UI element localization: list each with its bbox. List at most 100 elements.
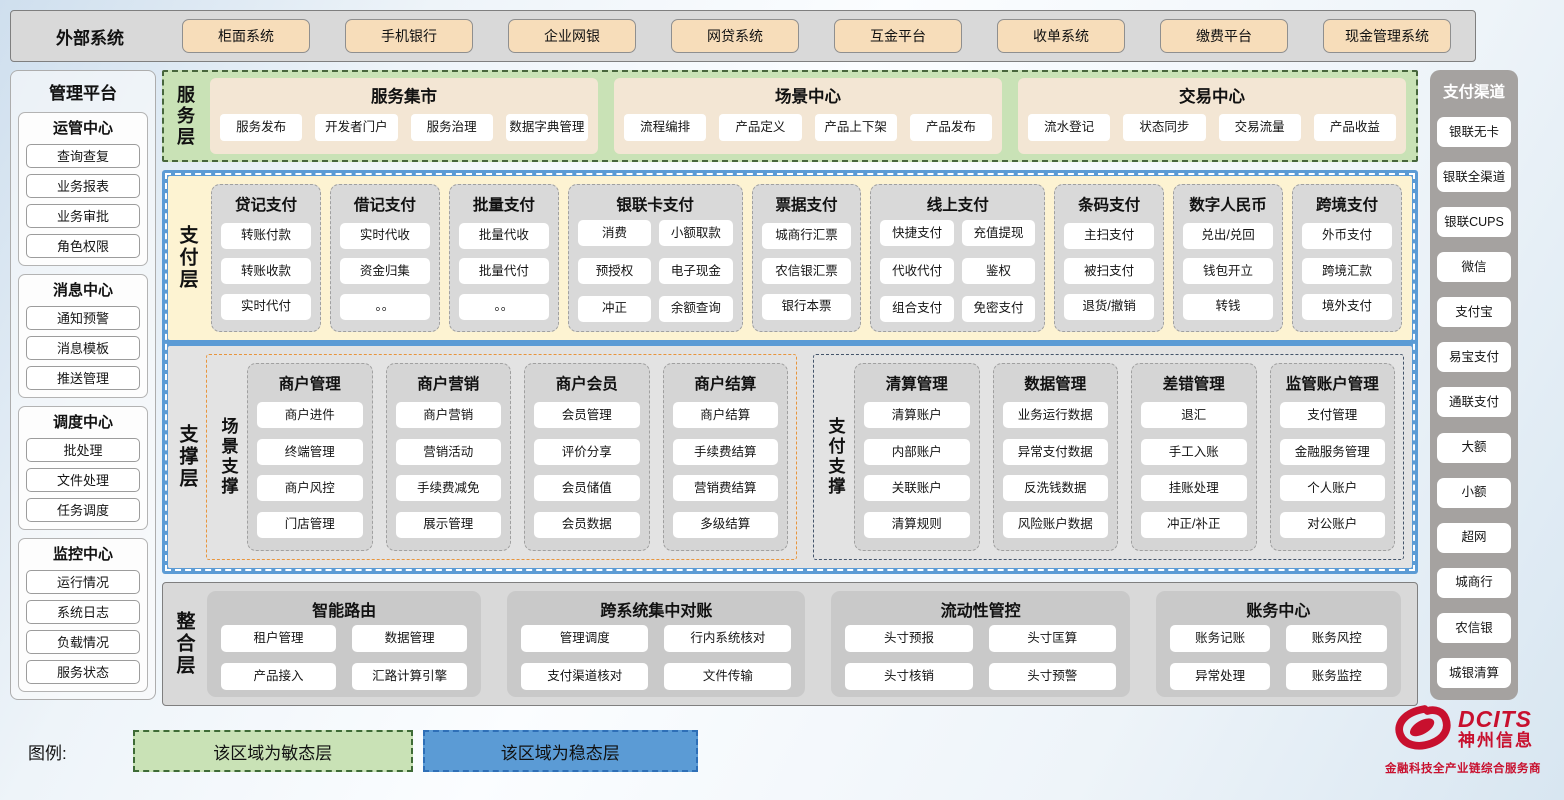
payment-item-button[interactable]: 余额查询	[659, 295, 733, 322]
service-item-button[interactable]: 状态同步	[1123, 114, 1206, 141]
mgmt-item-button[interactable]: 推送管理	[26, 366, 140, 390]
integration-item-button[interactable]: 行内系统核对	[664, 625, 792, 652]
channel-button[interactable]: 大额	[1437, 432, 1511, 463]
support-item-button[interactable]: 商户营销	[395, 402, 501, 429]
channel-button[interactable]: 小额	[1437, 477, 1511, 508]
payment-item-button[interactable]: 代收代付	[880, 257, 954, 284]
integration-item-button[interactable]: 头寸预警	[988, 663, 1116, 690]
payment-item-button[interactable]: 。。	[339, 293, 430, 320]
channel-button[interactable]: 超网	[1437, 522, 1511, 553]
support-item-button[interactable]: 个人账户	[1279, 475, 1385, 502]
support-item-button[interactable]: 对公账户	[1279, 511, 1385, 538]
payment-item-button[interactable]: 转账收款	[221, 258, 311, 284]
channel-button[interactable]: 支付宝	[1437, 297, 1511, 328]
payment-item-button[interactable]: 组合支付	[880, 295, 954, 322]
service-item-button[interactable]: 产品上下架	[814, 114, 897, 141]
external-system-button[interactable]: 收单系统	[997, 19, 1125, 53]
external-system-button[interactable]: 网贷系统	[671, 19, 799, 53]
support-item-button[interactable]: 营销活动	[395, 438, 501, 465]
payment-item-button[interactable]: 钱包开立	[1183, 258, 1274, 284]
payment-item-button[interactable]: 批量代收	[458, 222, 549, 249]
payment-item-button[interactable]: 主扫支付	[1064, 222, 1155, 249]
service-item-button[interactable]: 服务治理	[410, 114, 493, 141]
service-item-button[interactable]: 产品发布	[909, 114, 992, 141]
support-item-button[interactable]: 会员数据	[534, 511, 640, 538]
mgmt-item-button[interactable]: 业务报表	[26, 174, 140, 198]
payment-item-button[interactable]: 小额取款	[659, 220, 733, 247]
external-system-button[interactable]: 互金平台	[834, 19, 962, 53]
external-system-button[interactable]: 企业网银	[508, 19, 636, 53]
service-item-button[interactable]: 交易流量	[1218, 114, 1301, 141]
support-item-button[interactable]: 业务运行数据	[1002, 402, 1108, 429]
service-item-button[interactable]: 产品收益	[1313, 114, 1396, 141]
mgmt-item-button[interactable]: 业务审批	[26, 204, 140, 228]
payment-item-button[interactable]: 转账付款	[221, 222, 311, 249]
support-item-button[interactable]: 会员储值	[534, 475, 640, 502]
integration-item-button[interactable]: 账务风控	[1286, 625, 1388, 652]
support-item-button[interactable]: 终端管理	[257, 438, 363, 465]
integration-item-button[interactable]: 租户管理	[221, 625, 337, 652]
support-item-button[interactable]: 金融服务管理	[1279, 438, 1385, 465]
payment-item-button[interactable]: 退货/撤销	[1064, 293, 1155, 320]
service-item-button[interactable]: 服务发布	[220, 114, 303, 141]
integration-item-button[interactable]: 头寸核销	[845, 663, 973, 690]
support-item-button[interactable]: 手续费减免	[395, 475, 501, 502]
channel-button[interactable]: 银联无卡	[1437, 117, 1511, 148]
payment-item-button[interactable]: 实时代付	[221, 293, 311, 320]
payment-item-button[interactable]: 充值提现	[961, 220, 1036, 247]
payment-item-button[interactable]: 快捷支付	[880, 220, 954, 247]
support-item-button[interactable]: 门店管理	[257, 511, 363, 538]
payment-item-button[interactable]: 境外支付	[1302, 293, 1392, 320]
support-item-button[interactable]: 评价分享	[534, 438, 640, 465]
support-item-button[interactable]: 展示管理	[395, 511, 501, 538]
payment-item-button[interactable]: 城商行汇票	[761, 222, 852, 249]
channel-button[interactable]: 城商行	[1437, 567, 1511, 598]
payment-item-button[interactable]: 兑出/兑回	[1183, 222, 1274, 249]
service-item-button[interactable]: 开发者门户	[315, 114, 398, 141]
external-system-button[interactable]: 柜面系统	[182, 19, 310, 53]
support-item-button[interactable]: 风险账户数据	[1002, 511, 1108, 538]
mgmt-item-button[interactable]: 批处理	[26, 438, 140, 462]
support-item-button[interactable]: 退汇	[1141, 402, 1247, 429]
payment-item-button[interactable]: 预授权	[577, 257, 652, 284]
payment-item-button[interactable]: 资金归集	[339, 258, 430, 284]
mgmt-item-button[interactable]: 负载情况	[26, 630, 140, 654]
support-item-button[interactable]: 商户风控	[257, 475, 363, 502]
support-item-button[interactable]: 营销费结算	[672, 475, 778, 502]
payment-item-button[interactable]: 跨境汇款	[1302, 258, 1392, 284]
service-item-button[interactable]: 流水登记	[1028, 114, 1111, 141]
support-item-button[interactable]: 商户结算	[672, 402, 778, 429]
mgmt-item-button[interactable]: 通知预警	[26, 306, 140, 330]
support-item-button[interactable]: 清算规则	[864, 511, 970, 538]
channel-button[interactable]: 农信银	[1437, 612, 1511, 643]
support-item-button[interactable]: 支付管理	[1279, 402, 1385, 429]
mgmt-item-button[interactable]: 消息模板	[26, 336, 140, 360]
integration-item-button[interactable]: 汇路计算引擎	[352, 663, 468, 690]
payment-item-button[interactable]: 银行本票	[761, 293, 852, 320]
mgmt-item-button[interactable]: 角色权限	[26, 234, 140, 258]
payment-item-button[interactable]: 农信银汇票	[761, 258, 852, 284]
payment-item-button[interactable]: 批量代付	[458, 258, 549, 284]
support-item-button[interactable]: 冲正/补正	[1141, 511, 1247, 538]
integration-item-button[interactable]: 文件传输	[664, 663, 792, 690]
mgmt-item-button[interactable]: 系统日志	[26, 600, 140, 624]
payment-item-button[interactable]: 外币支付	[1302, 222, 1392, 249]
support-item-button[interactable]: 挂账处理	[1141, 475, 1247, 502]
integration-item-button[interactable]: 管理调度	[521, 625, 649, 652]
integration-item-button[interactable]: 支付渠道核对	[521, 663, 649, 690]
support-item-button[interactable]: 内部账户	[864, 438, 970, 465]
channel-button[interactable]: 通联支付	[1437, 387, 1511, 418]
integration-item-button[interactable]: 头寸匡算	[988, 625, 1116, 652]
external-system-button[interactable]: 缴费平台	[1160, 19, 1288, 53]
integration-item-button[interactable]: 异常处理	[1169, 663, 1271, 690]
channel-button[interactable]: 易宝支付	[1437, 342, 1511, 373]
mgmt-item-button[interactable]: 文件处理	[26, 468, 140, 492]
payment-item-button[interactable]: 冲正	[577, 295, 652, 322]
external-system-button[interactable]: 现金管理系统	[1323, 19, 1451, 53]
channel-button[interactable]: 城银清算	[1437, 657, 1511, 688]
mgmt-item-button[interactable]: 任务调度	[26, 498, 140, 522]
service-item-button[interactable]: 数据字典管理	[505, 114, 588, 141]
support-item-button[interactable]: 多级结算	[672, 511, 778, 538]
payment-item-button[interactable]: 转钱	[1183, 293, 1274, 320]
payment-item-button[interactable]: 实时代收	[339, 222, 430, 249]
